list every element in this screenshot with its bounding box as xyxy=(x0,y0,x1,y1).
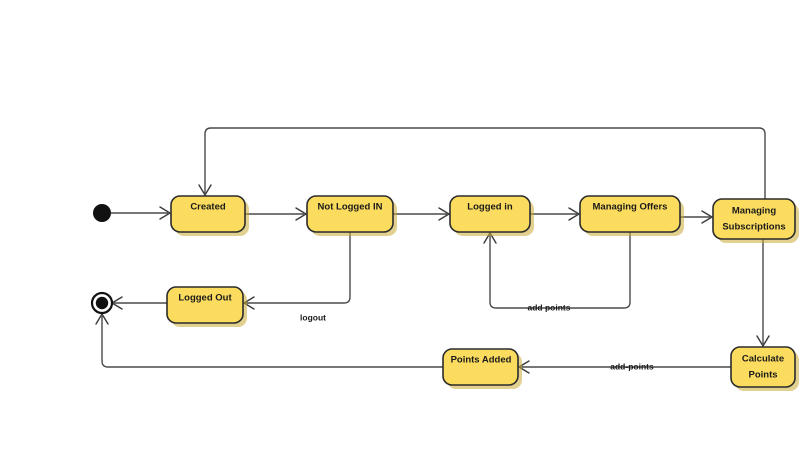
state-rect-calculate-points[interactable] xyxy=(730,346,796,388)
state-label-not-logged-in: Not Logged IN xyxy=(318,202,383,213)
state-label-points-added: Points Added xyxy=(451,355,512,366)
initial-state-node[interactable] xyxy=(93,204,111,222)
state-label-managing-offers: Managing Offers xyxy=(593,202,668,213)
state-label-logged-out: Logged Out xyxy=(178,293,232,304)
transition-managing-offers-to-logged-in[interactable] xyxy=(483,231,631,309)
state-node-not-logged-in[interactable]: Not Logged IN xyxy=(306,195,397,236)
state-node-managing-offers[interactable]: Managing Offers xyxy=(579,195,684,236)
edge-label-add-points-calculate: add-points xyxy=(610,361,654,371)
transition-managing-subscriptions-to-created[interactable] xyxy=(198,127,766,199)
state-label-created: Created xyxy=(190,202,226,213)
state-label-managing-subscriptions-line1: Managing xyxy=(732,206,777,217)
state-node-points-added[interactable]: Points Added xyxy=(442,348,522,389)
state-rect-logged-in[interactable] xyxy=(449,195,531,233)
state-node-managing-subscriptions[interactable]: Managing Subscriptions xyxy=(712,198,799,243)
transition-managing-offers-to-managing-subscriptions[interactable] xyxy=(680,210,714,224)
transition-not-logged-in-to-logged-in[interactable] xyxy=(393,207,451,221)
state-rect-points-added[interactable] xyxy=(442,348,519,386)
state-node-calculate-points[interactable]: Calculate Points xyxy=(730,346,799,391)
transition-managing-subscriptions-to-calculate-points[interactable] xyxy=(756,239,770,348)
transition-logged-in-to-managing-offers[interactable] xyxy=(530,207,581,221)
pseudostates-layer xyxy=(90,204,114,315)
edge-label-add-points-offers: add points xyxy=(528,302,571,312)
transition-not-logged-in-to-logged-out[interactable] xyxy=(242,232,351,310)
state-rect-not-logged-in[interactable] xyxy=(306,195,394,233)
state-node-logged-out[interactable]: Logged Out xyxy=(166,286,247,327)
state-rect-created[interactable] xyxy=(170,195,246,233)
edges-layer xyxy=(95,127,770,374)
state-rect-logged-out[interactable] xyxy=(166,286,244,324)
state-label-logged-in: Logged in xyxy=(467,202,513,213)
transition-initial-to-created[interactable] xyxy=(111,206,172,220)
states-layer: Created Not Logged IN Logged in Managing… xyxy=(166,195,799,391)
state-node-created[interactable]: Created xyxy=(170,195,249,236)
state-label-managing-subscriptions-line2: Subscriptions xyxy=(722,222,785,233)
edge-label-logout: logout xyxy=(300,312,326,322)
state-label-calculate-points-line1: Calculate xyxy=(742,354,784,365)
state-label-calculate-points-line2: Points xyxy=(748,370,777,381)
state-rect-managing-offers[interactable] xyxy=(579,195,681,233)
transition-logged-out-to-final[interactable] xyxy=(110,296,167,310)
edge-labels-layer: logout add points add-points xyxy=(300,302,654,371)
state-node-logged-in[interactable]: Logged in xyxy=(449,195,534,236)
transition-points-added-to-final[interactable] xyxy=(95,312,443,368)
transition-created-to-not-logged-in[interactable] xyxy=(245,207,308,221)
final-state-node[interactable] xyxy=(95,296,109,310)
state-rect-managing-subscriptions[interactable] xyxy=(712,198,796,240)
